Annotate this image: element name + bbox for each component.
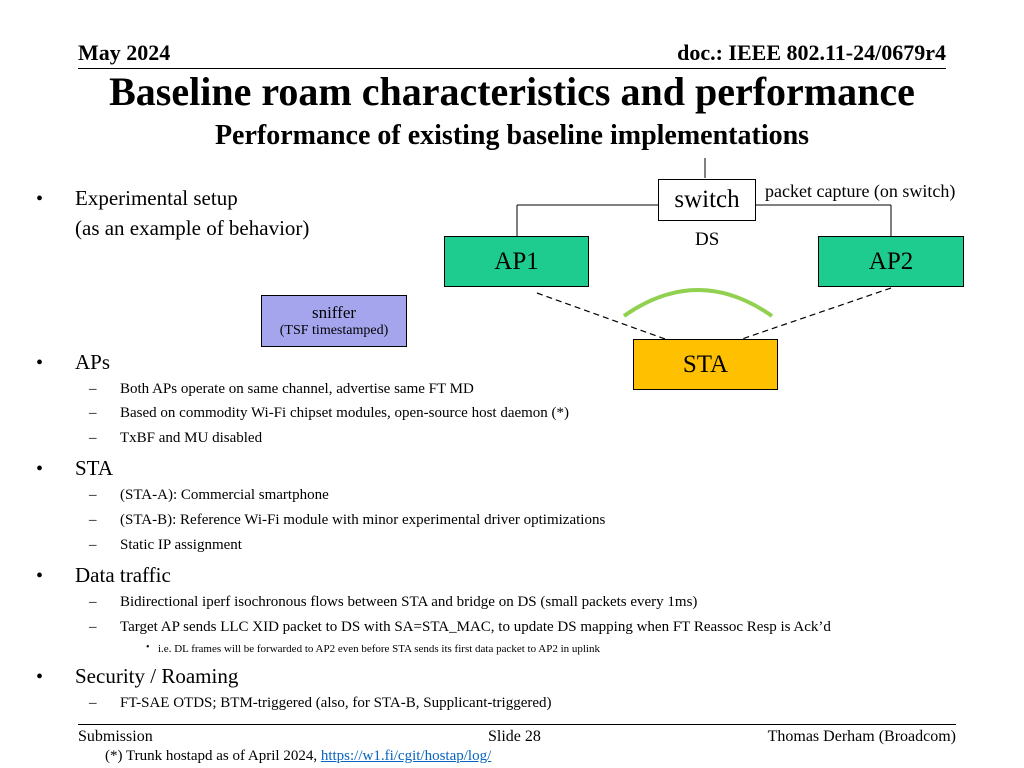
ap1-sta-wireless-link [536,292,666,340]
section-title-security-roaming: Security / Roaming [75,664,239,688]
list-item: Based on commodity Wi-Fi chipset modules… [120,405,570,421]
sub-bullet-dash: – [89,695,97,711]
header-date: May 2024 [78,40,171,65]
footnote-link[interactable]: https://w1.fi/cgit/hostap/log/ [320,748,492,764]
list-item: Both APs operate on same channel, advert… [120,381,474,397]
bullet-dot: • [36,565,44,587]
setup-sublabel: (as an example of behavior) [75,216,310,240]
footnote-text: (*) Trunk hostapd as of April 2024, [105,748,321,764]
list-item: Bidirectional iperf isochronous flows be… [120,594,698,610]
switch-label: switch [674,186,740,213]
list-item: (STA-B): Reference Wi-Fi module with min… [120,512,606,528]
section-title-aps: APs [75,350,111,374]
roam-arc [622,288,774,318]
section-title-data-traffic: Data traffic [75,563,171,587]
list-subitem: i.e. DL frames will be forwarded to AP2 … [158,643,600,655]
bullet-dot: • [36,458,44,480]
ap1-label: AP1 [494,247,539,275]
sniffer-box: sniffer (TSF timestamped) [261,295,407,347]
footer-submission: Submission [78,728,153,745]
sub-bullet-dash: – [89,512,97,528]
setup-label: Experimental setup [75,186,238,210]
sta-label: STA [682,350,729,378]
switch-box: switch [658,179,756,221]
list-item: (STA-A): Commercial smartphone [120,487,329,503]
sniffer-label: sniffer [311,303,357,323]
sub-bullet-dash: – [89,381,97,397]
list-item: TxBF and MU disabled [120,430,263,446]
ap1-box: AP1 [444,236,589,287]
sub-bullet-dash: – [89,619,97,635]
section-title-sta: STA [75,456,113,480]
sniffer-note: (TSF timestamped) [279,322,389,338]
header-doc-id: doc.: IEEE 802.11-24/0679r4 [677,40,946,65]
page-subtitle: Performance of existing baseline impleme… [214,120,810,151]
sub-bullet-dash: – [89,594,97,610]
ap2-sta-wireless-link [741,287,892,340]
sub-sub-bullet-dot: • [146,642,150,653]
ds-label: DS [695,229,720,250]
footer-slide-number: Slide 28 [488,728,541,745]
ap2-label: AP2 [868,247,914,275]
footer-rule [78,724,956,725]
bullet-dot: • [36,352,44,374]
list-item: Static IP assignment [120,537,242,553]
sub-bullet-dash: – [89,487,97,503]
packet-capture-label: packet capture (on switch) [765,181,956,201]
bullet-dot: • [36,666,44,688]
list-item: FT-SAE OTDS; BTM-triggered (also, for ST… [120,695,552,711]
bullet-dot: • [36,188,44,210]
page-title: Baseline roam characteristics and perfor… [109,69,915,114]
footnote: (*) Trunk hostapd as of April 2024, http… [105,748,491,765]
list-item: Target AP sends LLC XID packet to DS wit… [120,619,831,635]
header-rule [78,68,946,69]
sub-bullet-dash: – [89,430,97,446]
footer-author: Thomas Derham (Broadcom) [767,728,956,745]
sta-box: STA [633,339,778,390]
sub-bullet-dash: – [89,537,97,553]
ap2-box: AP2 [818,236,964,287]
sub-bullet-dash: – [89,405,97,421]
